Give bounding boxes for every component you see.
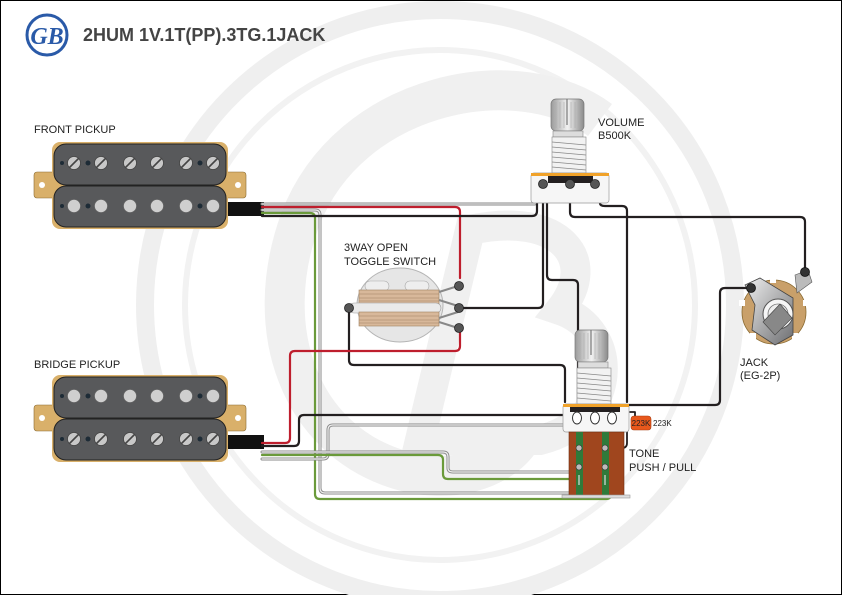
- jack-label-line2: (EG-2P): [740, 370, 780, 382]
- tone-lug-3: [607, 411, 617, 425]
- jack-label-line1: JACK: [740, 357, 769, 369]
- switch-lug-middle: [454, 303, 464, 313]
- wire-volume-to-tone: [545, 181, 580, 404]
- wire-bridge-red: [260, 328, 462, 445]
- tone-lug-2: [590, 411, 600, 425]
- bridge-pickup-label: BRIDGE PICKUP: [34, 359, 120, 371]
- tone-pot[interactable]: [561, 329, 631, 499]
- volume-pot[interactable]: [530, 98, 610, 204]
- toggle-switch[interactable]: [344, 267, 464, 343]
- wire-front-red: [260, 205, 462, 280]
- jack-tip-lug: [800, 267, 810, 277]
- wire-bridge-black: [260, 413, 565, 448]
- front-pickup[interactable]: [33, 142, 264, 229]
- tone-label-line2: PUSH / PULL: [629, 462, 696, 474]
- capacitor[interactable]: 223K: [630, 415, 652, 431]
- wire-volume-to-switch: [458, 181, 545, 310]
- wire-bridge-green: [260, 453, 580, 481]
- jack-sleeve-lug: [746, 283, 756, 293]
- volume-label-line1: VOLUME: [598, 117, 644, 129]
- volume-lug-1: [538, 179, 548, 189]
- wire-jack-ground: [625, 286, 750, 407]
- switch-label-line1: 3WAY OPEN: [344, 242, 408, 254]
- volume-label-line2: B500K: [598, 130, 632, 142]
- tone-label-line1: TONE: [629, 448, 659, 460]
- tone-lug-1: [572, 411, 582, 425]
- page-title: 2HUM 1V.1T(PP).3TG.1JACK: [83, 25, 325, 45]
- capacitor-label: 223K: [653, 419, 672, 428]
- switch-lug-common: [344, 303, 354, 313]
- switch-lug-top: [454, 281, 464, 291]
- wire-front-black: [260, 190, 539, 218]
- wire-volume-to-jack: [568, 184, 807, 272]
- wire-switch-ground: [347, 306, 567, 404]
- volume-lug-2: [565, 179, 575, 189]
- switch-lug-bottom: [454, 323, 464, 333]
- brand-logo: GB: [25, 13, 69, 57]
- switch-label-line2: TOGGLE SWITCH: [344, 256, 436, 268]
- capacitor-marking: 223K: [632, 419, 651, 428]
- volume-lug-3: [590, 179, 600, 189]
- bridge-pickup[interactable]: [33, 375, 264, 462]
- output-jack[interactable]: [739, 267, 813, 346]
- logo-text: GB: [30, 24, 63, 50]
- wire-volume-ground: [595, 184, 629, 404]
- front-pickup-label: FRONT PICKUP: [34, 124, 116, 136]
